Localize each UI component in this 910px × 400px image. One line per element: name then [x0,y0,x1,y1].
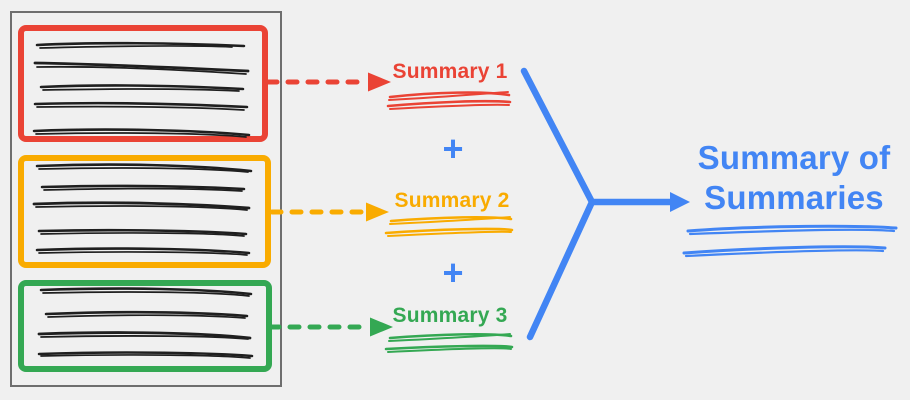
scribble-line [387,347,512,353]
text-scribbles-section-2 [32,163,253,256]
scribble-line [36,65,247,75]
scribble-line [40,354,251,359]
scribble-line [38,251,248,256]
text-scribbles-section-3 [37,287,254,359]
scribble-line [37,228,248,236]
scribble-line [40,184,246,191]
arrow-green-head [370,317,393,337]
text-scribbles-section-1 [32,41,251,138]
summary-2-label: Summary 2 [394,189,510,212]
scribble-line [35,205,248,211]
scribble-line [35,132,247,138]
scribble-line [682,245,887,255]
scribble-line [35,41,246,48]
scribble-line [684,249,885,258]
scribble-line [44,310,249,318]
scribble-line [39,45,233,49]
scribble-line [688,228,896,236]
scribble-line [386,99,512,108]
summary-3-scribble [384,332,514,353]
scribble-line [686,224,898,233]
document-outline [10,11,282,387]
scribble-line [32,128,251,137]
scribble-line [35,163,253,173]
scribble-line [37,351,254,358]
scribble-line [38,167,249,173]
summary-2-scribble [384,215,514,237]
scribble-line [388,333,511,342]
scribble-line [42,291,250,297]
arrow-green-dashed [267,317,393,337]
result-title: Summary of Summaries [698,138,891,218]
summary-3-label: Summary 3 [392,304,508,327]
summary-1-label: Summary 1 [392,60,508,83]
scribble-line [47,314,246,319]
result-title-line-1: Summary of [697,139,891,176]
result-scribble [682,224,898,258]
scribble-line [39,84,245,91]
arrow-red-head [368,72,391,92]
section-box-red [18,25,268,142]
scribble-line [384,227,514,235]
result-title-line-2: Summaries [704,179,884,216]
scribble-line [36,105,245,111]
scribble-line [388,91,511,99]
arrow-orange-dashed [269,202,389,222]
scribble-line [32,201,251,210]
scribble-line [35,247,251,255]
scribble-line [384,344,514,351]
scribble-line [33,101,249,109]
scribble-line [43,187,243,192]
scribble-line [33,61,250,73]
scribble-line [389,216,511,225]
merge-branches [520,67,596,341]
summary-1-scribble [386,91,512,110]
scribble-line [40,335,249,340]
plus-icon: + [442,252,464,293]
plus-icon: + [442,128,464,169]
arrow-red-dashed [265,72,391,92]
scribble-line [40,232,245,237]
scribble-line [37,331,252,340]
section-box-orange [18,155,271,268]
scribble-line [387,230,512,237]
scribble-line [389,103,510,110]
scribble-line [42,88,240,92]
scribble-line [388,91,509,101]
merge-connector [520,67,674,341]
scribble-line [39,287,253,296]
arrow-orange-head [366,202,389,222]
merge-arrow-head [670,192,690,212]
